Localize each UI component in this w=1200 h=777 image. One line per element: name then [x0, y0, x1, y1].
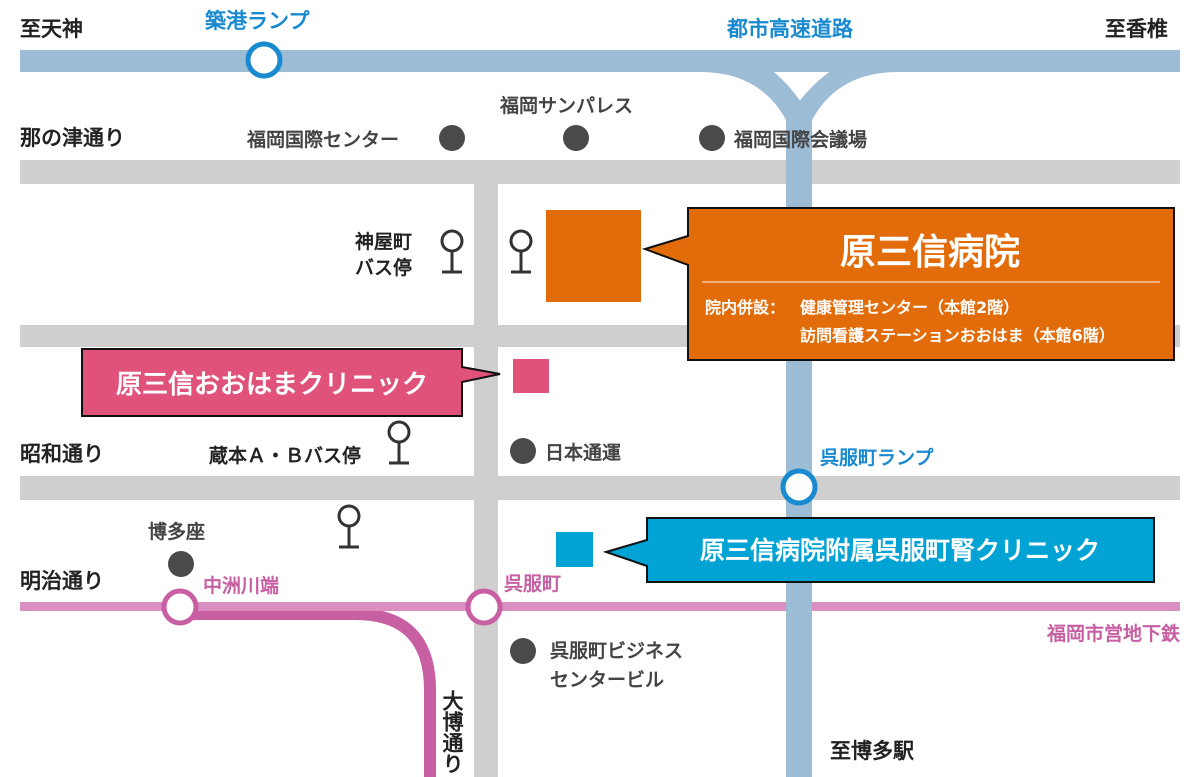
hospital-name: 原三信病院 — [840, 232, 1020, 273]
dest-hakata-label: 至博多駅 — [830, 739, 915, 763]
dest-tenjin-label: 至天神 — [20, 17, 83, 41]
kamiya-bus-label-1: 神屋町 — [355, 230, 412, 253]
nanotsu-street-label: 那の津通り — [20, 126, 125, 150]
expressway-name-label: 都市高速道路 — [726, 17, 854, 41]
congress-label: 福岡国際会議場 — [733, 128, 867, 151]
hospital-callout: 原三信病院 院内併設： 健康管理センター（本館2階） 訪問看護ステーションおおは… — [641, 207, 1175, 361]
nakasu-station-label: 中洲川端 — [203, 574, 279, 597]
hakataza-label: 博多座 — [148, 520, 205, 543]
hospital-facilities-label: 院内併設： — [705, 298, 785, 317]
chikko-ramp-marker — [245, 41, 283, 79]
kidney-clinic-name: 原三信病院附属呉服町腎クリニック — [700, 536, 1100, 565]
congress-dot — [699, 125, 725, 151]
subway-main-line — [20, 602, 1180, 611]
kamiya-bus-label-2: バス停 — [355, 256, 412, 279]
ohama-clinic-name: 原三信おおはまクリニック — [116, 370, 428, 400]
expressway-junction-right — [786, 50, 898, 120]
gofukumachi-station-label: 呉服町 — [504, 573, 561, 595]
showa-street-label: 昭和通り — [20, 442, 104, 466]
kuramoto-bus-label: 蔵本Ａ・Ｂバス停 — [209, 444, 361, 467]
intl-center-dot — [439, 125, 465, 151]
kidney-clinic-building — [556, 532, 593, 567]
ohama-clinic-building — [513, 359, 549, 393]
subway-lines — [20, 602, 1180, 777]
expressway-horizontal — [20, 50, 1180, 72]
bus-stop-icon — [337, 504, 361, 549]
kidney-clinic-callout: 原三信病院附属呉服町腎クリニック — [602, 517, 1155, 583]
expressway-junction-left — [700, 62, 812, 120]
sunpalace-label: 福岡サンパレス — [499, 94, 633, 117]
subway-curve-line — [180, 608, 436, 777]
gofukumachi-station-marker — [465, 588, 503, 626]
subway-line-label: 福岡市営地下鉄 — [1046, 622, 1180, 645]
hospital-facility-1: 健康管理センター（本館2階） — [800, 298, 1019, 317]
gofukumachi-ramp-label: 呉服町ランプ — [820, 446, 934, 469]
gofukumachi-ramp-marker — [780, 468, 818, 506]
intl-center-label: 福岡国際センター — [246, 128, 399, 151]
taihaku-street-label: 大博通り — [440, 690, 464, 774]
dest-kashii-label: 至香椎 — [1105, 17, 1168, 41]
sunpalace-dot — [563, 125, 589, 151]
business-center-label-2: センタービル — [550, 669, 664, 691]
business-center-label-1: 呉服町ビジネス — [550, 640, 683, 662]
bus-stop-icon — [509, 229, 533, 274]
meiji-street-label: 明治通り — [20, 569, 104, 593]
hospital-facility-2: 訪問看護ステーションおおはま（本館6階） — [800, 326, 1115, 345]
showa-street — [20, 476, 1180, 500]
ohama-clinic-callout: 原三信おおはまクリニック — [81, 348, 501, 417]
business-center-dot — [510, 638, 536, 664]
bus-stop-icon — [387, 420, 411, 465]
taihaku-street — [474, 160, 498, 777]
hospital-building — [546, 210, 641, 302]
nakasu-station-marker — [161, 588, 199, 626]
nanotsu-street — [20, 160, 1180, 184]
chikko-ramp-label: 築港ランプ — [204, 9, 310, 33]
hakataza-dot — [168, 551, 194, 577]
nittsu-dot — [510, 438, 536, 464]
nittsu-label: 日本通運 — [545, 441, 621, 464]
bus-stop-icon — [440, 229, 464, 274]
